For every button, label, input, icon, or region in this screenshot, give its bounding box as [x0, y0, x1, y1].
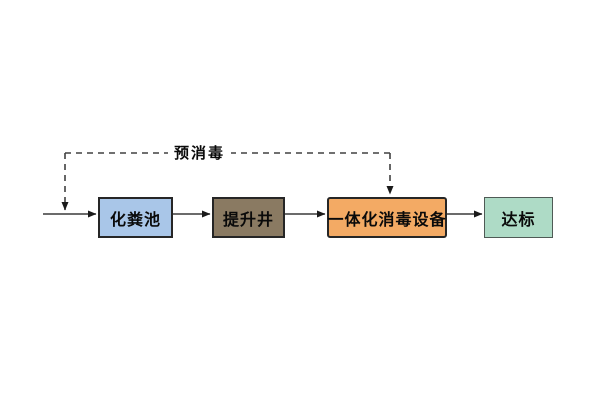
node-integrated-disinfection-unit-label: 一体化消毒设备	[327, 211, 447, 229]
node-lift-well-label: 提升井	[222, 211, 274, 229]
node-lift-well: 提升井	[212, 197, 285, 238]
node-septic-tank-label: 化粪池	[109, 211, 161, 229]
node-standard-compliant: 达标	[484, 197, 553, 238]
predisinfection-label: 预消毒	[168, 142, 232, 163]
node-standard-compliant-label: 达标	[501, 211, 536, 229]
node-integrated-disinfection-unit: 一体化消毒设备	[327, 197, 447, 238]
node-septic-tank: 化粪池	[98, 197, 173, 238]
